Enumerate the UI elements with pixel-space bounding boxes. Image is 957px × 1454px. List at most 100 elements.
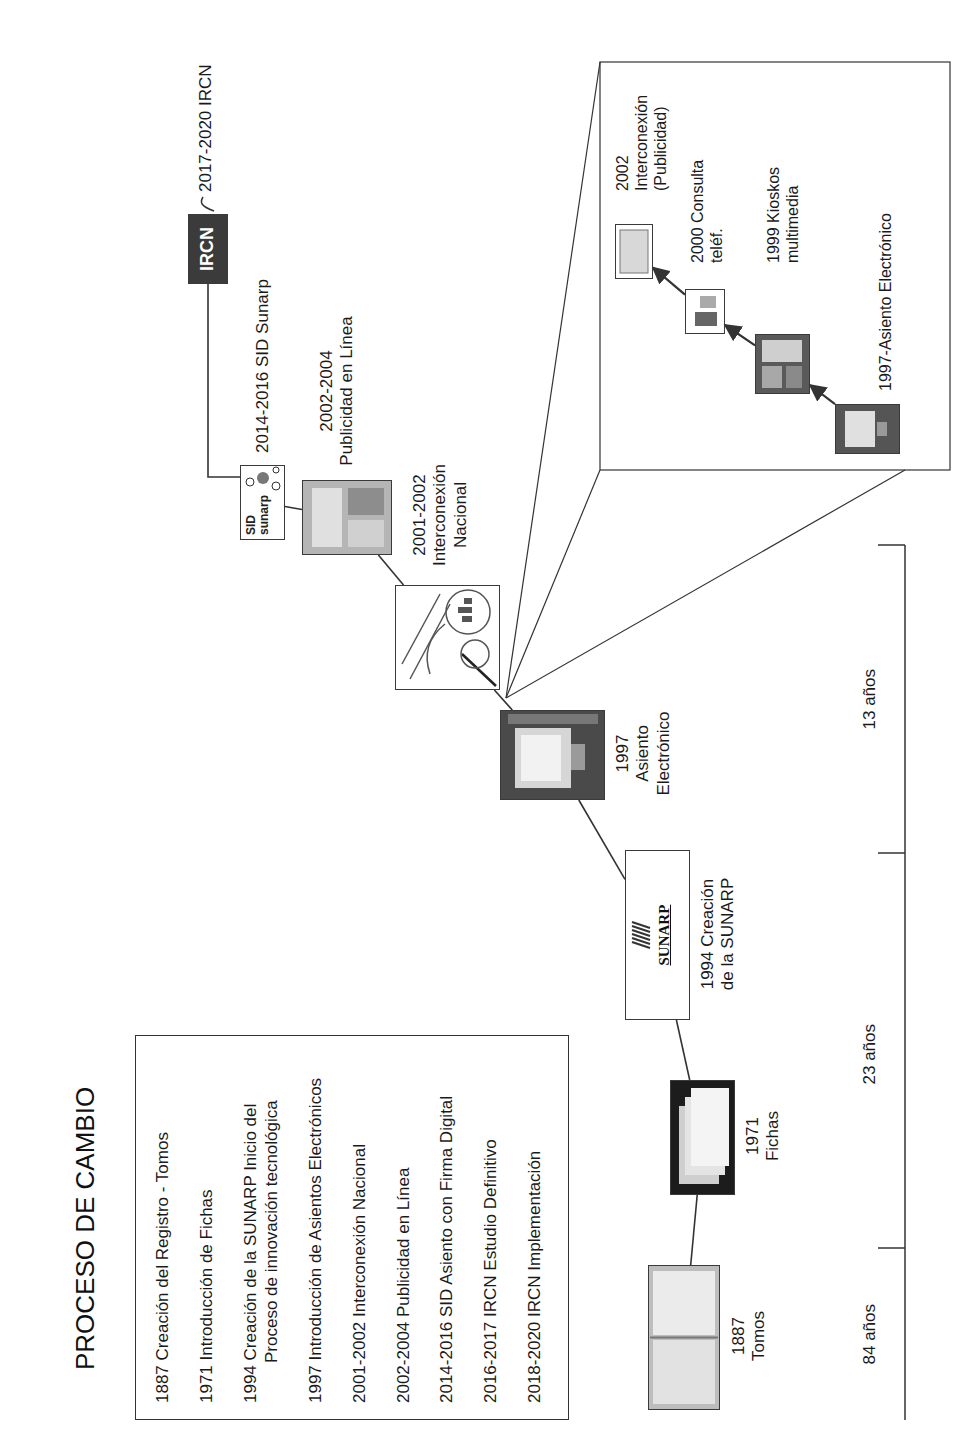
leader-line — [201, 197, 214, 211]
timeline-connector — [494, 690, 512, 710]
image-frame: 1999 Kioskos multimedia — [755, 334, 810, 394]
duration-label: 84 años — [860, 1304, 880, 1365]
axis-tick — [878, 1247, 905, 1249]
logo-dot — [273, 467, 279, 473]
period-label: 2017-2020 IRCN — [196, 64, 216, 192]
timeline-connector — [285, 507, 302, 510]
legend-item: 1971 Introducción de Fichas — [196, 1052, 218, 1403]
cloud — [461, 640, 489, 668]
monitor-base — [877, 422, 887, 436]
duration-label: 23 años — [860, 1024, 880, 1085]
book-spine — [650, 1337, 718, 1339]
caption: 1971 Fichas — [743, 1100, 784, 1172]
book-page — [653, 1271, 715, 1335]
web-photo — [302, 480, 392, 555]
caption: 2014-2016 SID Sunarp — [253, 279, 273, 453]
image-frame: 2001-2002 Interconexión Nacional — [395, 585, 500, 690]
photo-ground — [755, 334, 810, 394]
arrow — [810, 385, 835, 404]
logo-dot — [257, 472, 269, 484]
legend-item: 2001-2002 Interconexión Nacional — [349, 1052, 371, 1403]
legend-item: 2018-2020 IRCN Implementación — [524, 1052, 546, 1403]
dark-box: IRCN — [188, 214, 228, 284]
legend-item: 1887 Creación del Registro - Tomos — [152, 1052, 174, 1403]
arrow — [725, 325, 755, 345]
image-frame: 1887 Tomos — [648, 1265, 720, 1410]
axis-tick — [878, 852, 905, 854]
sketch-line — [462, 654, 496, 686]
axis-tick — [878, 544, 905, 546]
zoom-photos — [615, 224, 900, 454]
caption: 2002 Interconexión (Publicidad) — [613, 71, 671, 191]
sketch-line — [427, 624, 445, 674]
screen — [521, 735, 561, 781]
caption: 2000 Consulta teléf. — [688, 143, 726, 263]
monitor-base — [571, 744, 585, 770]
logo-dot — [272, 482, 280, 490]
network-sketch — [395, 585, 500, 690]
cards-photo — [670, 1080, 735, 1195]
screen-part — [348, 520, 384, 547]
legend-item: 1994 Creación de la SUNARP Inicio del Pr… — [240, 1052, 284, 1403]
screen — [620, 230, 648, 273]
caption: 1994 Creación de la SUNARP — [698, 874, 739, 994]
city-circle — [446, 590, 490, 634]
monitor — [845, 411, 875, 447]
image-frame: 2000 Consulta teléf. — [685, 289, 725, 334]
sunarp-emblem — [625, 850, 690, 1020]
zoom-detail — [506, 62, 950, 698]
image-frame: 1971 Fichas — [670, 1080, 735, 1195]
caption: 1997 Asiento Electrónico — [613, 706, 674, 801]
photo-ground — [685, 289, 725, 334]
kiosk-part — [762, 340, 802, 362]
duration-label: 13 años — [860, 669, 880, 730]
caption: 1887 Tomos — [729, 1300, 770, 1372]
photo-ground — [500, 710, 605, 800]
sketch-line — [410, 604, 450, 679]
timeline-connector — [378, 555, 403, 585]
time-axis — [878, 545, 905, 1420]
zoom-ray — [506, 470, 600, 698]
zoom-ray — [506, 62, 600, 698]
monitor — [515, 728, 571, 788]
photo-ground — [615, 224, 653, 279]
legend-item: 2014-2016 SID Asiento con Firma Digital — [436, 1052, 458, 1403]
building — [464, 598, 472, 604]
book-photo — [648, 1265, 720, 1410]
legend-item: 2016-2017 IRCN Estudio Definitivo — [480, 1052, 502, 1403]
caption: 2001-2002 Interconexión Nacional — [410, 459, 471, 571]
timeline-connector — [208, 284, 240, 477]
timeline-connector — [676, 1020, 689, 1080]
logo-box: SUNARP1994 Creación de la SUNARP — [625, 850, 690, 1020]
photo-ground — [670, 1080, 735, 1195]
zoom-frame — [600, 62, 950, 470]
arrow — [653, 268, 685, 295]
logo-ground — [625, 850, 690, 1020]
caption: 1999 Kioskos multimedia — [764, 113, 802, 263]
legend-item: 2002-2004 Publicidad en Línea — [393, 1052, 415, 1403]
logo-text: SUNARP — [656, 905, 673, 966]
photo-ground — [302, 480, 392, 555]
kiosk-part — [786, 366, 802, 388]
legend-box: 1887 Creación del Registro - Tomos 1971 I… — [135, 1035, 569, 1420]
timeline-connector — [691, 1195, 698, 1265]
image-frame: 1997 Asiento Electrónico — [500, 710, 605, 800]
phone-part — [700, 296, 716, 308]
legend-item: 1997 Introducción de Asientos Electrónic… — [305, 1052, 327, 1403]
axis-line — [904, 545, 906, 1420]
zoom-ray — [506, 470, 905, 698]
building — [458, 607, 472, 613]
kiosk-part — [762, 366, 782, 388]
photo-ground — [395, 585, 500, 690]
logo-text: IRCN — [198, 227, 218, 271]
image-frame: 2002 Interconexión (Publicidad) — [615, 224, 653, 279]
logo-box: SID sunarp2014-2016 SID Sunarp — [240, 465, 285, 540]
sketch-line — [402, 594, 440, 664]
logo-ground — [240, 465, 285, 540]
diagram-title: PROCESO DE CAMBIO — [70, 1087, 101, 1370]
image-frame: 2002-2004 Publicidad en Línea — [302, 480, 392, 555]
sid-logo-art — [240, 465, 285, 540]
cabinet — [508, 714, 598, 724]
book-page — [653, 1340, 715, 1404]
